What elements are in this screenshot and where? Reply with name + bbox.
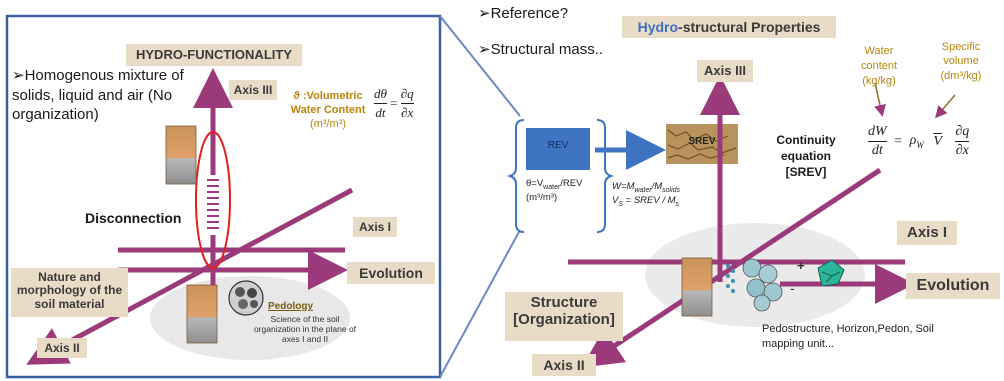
specific-volume-note: Specific volume (dm³/kg)	[928, 40, 994, 83]
plus-sign: +	[797, 258, 805, 273]
zoom-line-top	[439, 15, 521, 117]
srev-label: SREV	[688, 136, 716, 147]
pedology-description: Science of the soil organization in the …	[253, 314, 357, 345]
water-content-note: Water content (kg/kg)	[846, 44, 912, 89]
aggregate-icon	[228, 280, 264, 316]
vs-eq: VS = SREV / Ms	[612, 195, 680, 209]
water-content-line2: (kg/kg)	[862, 74, 896, 87]
right-axis-ii-label: Axis II	[532, 354, 596, 376]
srev-texture	[666, 124, 738, 164]
rev-label: REV	[547, 140, 569, 151]
eq-dt: dt	[871, 143, 883, 158]
theta-eq: θ=Vwater/REV	[526, 178, 583, 191]
eq-dw: dW	[868, 124, 887, 139]
specific-volume-line3: (dm³/kg)	[940, 69, 982, 82]
specific-volume-line1: Specific	[941, 41, 981, 53]
hydro-functionality-label: HYDRO-FUNCTIONALITY	[126, 44, 302, 66]
continuity-equation: dW dt = ρW V ∂q ∂x	[868, 124, 970, 159]
eq-equals: =	[390, 95, 398, 111]
left-axis-i-label: Axis I	[353, 217, 397, 237]
eq-right-den: ∂x	[401, 105, 414, 120]
right-axis-i-label: Axis I	[897, 221, 957, 245]
continuity-line2: [SREV]	[785, 165, 827, 180]
specific-volume-line2: volume	[943, 55, 979, 68]
w-vs-definition: W=Mwater/Msolids VS = SREV / Ms	[612, 181, 680, 210]
disconnection-gap	[205, 175, 221, 235]
volumetric-water-content: ϑ :Volumetric Water Content (m³/m³)	[286, 90, 370, 131]
pedology-title: Pedology	[268, 301, 314, 312]
disconnection-ellipse	[195, 131, 231, 269]
eq-equals-right: =	[894, 133, 903, 149]
theta-definition: θ=Vwater/REV (m³/m³)	[526, 178, 582, 205]
w-eq: W=Mwater/Msolids	[612, 181, 681, 194]
nature-morphology-label: Nature and morphology of the soil materi…	[11, 268, 128, 317]
rev-box	[526, 128, 590, 170]
eq-right-num: ∂q	[400, 86, 414, 101]
dots-icon	[726, 264, 735, 293]
left-axis-ii	[26, 187, 354, 365]
eq-v: V	[933, 133, 942, 149]
eq-dq: ∂q	[955, 124, 970, 139]
hydro-structural-label: Hydro-structural Properties	[622, 16, 836, 38]
eq-dx: ∂x	[955, 143, 969, 158]
structural-mass-bullet: ➢Structural mass..	[478, 41, 604, 58]
eq-rho: ρW	[909, 133, 924, 150]
vol-water-line1: ϑ :Volumetric	[293, 90, 363, 102]
homogenous-mixture-bullet: ➢Homogenous mixture of solids, liquid an…	[12, 67, 184, 123]
soil-column-right	[681, 257, 713, 317]
structural-properties-part: -structural Properties	[678, 19, 821, 35]
soil-column-left-lower	[186, 284, 218, 344]
left-evolution-label: Evolution	[347, 262, 435, 284]
water-content-line1: Water content	[860, 45, 898, 72]
specific-volume-pointer	[935, 94, 956, 119]
continuity-line1: Continuity equation	[776, 133, 836, 164]
soil-column-left-upper	[165, 125, 197, 185]
pedostructure-description: Pedostructure, Horizon,Pedon, Soil mappi…	[762, 323, 934, 350]
right-axis-iii-label: Axis III	[697, 60, 753, 82]
theta-units: (m³/m³)	[526, 192, 558, 204]
crystal-icon	[817, 259, 845, 287]
right-evolution-label: Evolution	[906, 273, 1000, 299]
left-equation: dθ dt = ∂q ∂x	[374, 86, 414, 121]
structure-organization-label: Structure [Organization]	[505, 292, 623, 341]
left-axis-iii-label: Axis III	[229, 80, 277, 100]
reference-bullet: ➢Reference?	[478, 5, 569, 22]
zoom-line-bottom	[439, 229, 521, 378]
right-axis-ii	[581, 167, 882, 368]
vol-water-units: (m³/m³)	[309, 117, 347, 130]
aggregate-cluster-icon	[742, 258, 783, 312]
eq-left-den: dt	[375, 105, 386, 120]
dash-sign: -	[790, 280, 795, 296]
left-axis-ii-label: Axis II	[37, 338, 87, 358]
eq-left-num: dθ	[374, 86, 387, 101]
right-brace	[596, 119, 615, 233]
hydro-part: Hydro	[637, 19, 679, 35]
vol-water-line2: Water Content	[290, 103, 366, 116]
left-brace	[506, 119, 525, 233]
disconnection-label: Disconnection	[85, 210, 182, 226]
water-content-pointer	[874, 82, 886, 117]
continuity-equation-label: Continuity equation [SREV]	[750, 132, 862, 181]
